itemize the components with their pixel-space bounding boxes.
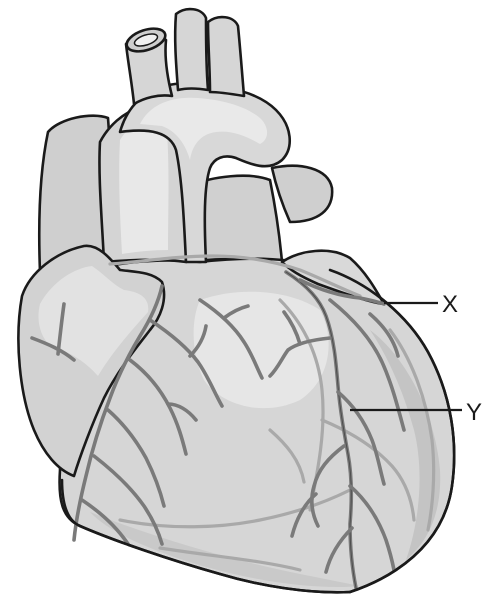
vena-cava-highlight: [119, 118, 168, 254]
subclavian-artery: [208, 17, 244, 96]
carotid-artery: [175, 9, 208, 90]
label-y: Y: [466, 399, 482, 426]
pulmonary-vein-right: [272, 166, 332, 222]
label-x: X: [442, 291, 458, 318]
